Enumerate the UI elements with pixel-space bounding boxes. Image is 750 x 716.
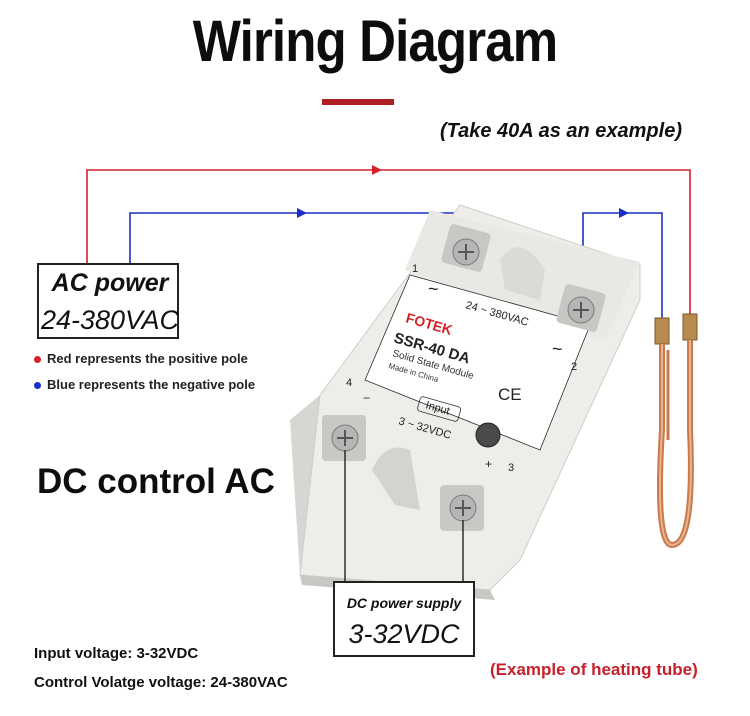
led-indicator — [475, 422, 501, 448]
example-note: (Take 40A as an example) — [440, 120, 682, 142]
heating-tube-note: (Example of heating tube) — [490, 660, 698, 679]
dc-power-label: DC power supply — [346, 595, 462, 611]
terminal-1 — [441, 224, 491, 272]
dc-power-range: 3-32VDC — [348, 619, 460, 649]
legend-negative-text: Blue represents the negative pole — [47, 377, 256, 392]
legend-positive: Red represents the positive pole — [34, 351, 248, 366]
heating-tube — [654, 313, 698, 549]
red-wire-ac — [86, 169, 691, 318]
blue-wire-arrow — [297, 208, 307, 218]
legend-negative: Blue represents the negative pole — [34, 377, 255, 392]
relay-terminal-4-label: 4 — [346, 377, 352, 389]
headline: DC control AC — [37, 462, 275, 501]
blue-dot-icon — [34, 382, 41, 390]
relay-top-arch — [500, 247, 545, 300]
relay-tilde-1: ~ — [428, 279, 439, 299]
relay-minus: − — [363, 391, 370, 405]
relay-plus: + — [485, 457, 492, 471]
page-title: Wiring Diagram — [192, 9, 558, 74]
terminal-4 — [322, 415, 366, 461]
relay-tilde-2: ~ — [552, 339, 563, 359]
blue-wire-heater-arrow — [619, 208, 629, 218]
relay-input-box — [417, 396, 462, 422]
terminal-3 — [440, 485, 484, 531]
ce-mark: CE — [498, 385, 522, 404]
red-dot-icon — [34, 356, 41, 364]
relay-terminal-3-label: 3 — [508, 462, 514, 474]
ac-power-label: AC power — [51, 269, 169, 297]
control-voltage-spec: Control Volatge voltage: 24-380VAC — [34, 674, 288, 691]
relay-terminal-1-label: 1 — [412, 263, 418, 275]
relay-center-arch — [372, 447, 420, 510]
dc-power-box: DC power supply 3-32VDC — [333, 581, 475, 657]
input-voltage-spec: Input voltage: 3-32VDC — [34, 645, 199, 662]
relay-module: 1 ~ 24 ~ 380VAC ~ 2 FOTEK SSR-40 DA Soli… — [290, 204, 641, 600]
relay-terminal-2-label: 2 — [571, 361, 577, 373]
terminal-2 — [556, 284, 606, 332]
ac-power-box: AC power 24-380VAC — [37, 263, 179, 339]
ac-power-range: 24-380VAC — [40, 305, 180, 335]
title-underline — [322, 99, 394, 105]
red-wire-arrow — [372, 165, 382, 175]
legend-positive-text: Red represents the positive pole — [47, 351, 248, 366]
